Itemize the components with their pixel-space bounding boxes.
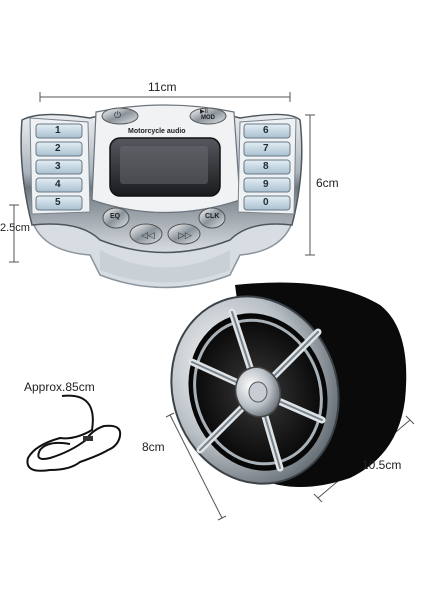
prev-icon: ◁◁ (141, 231, 155, 241)
left-key-label: 3 (55, 161, 61, 172)
left-key-4[interactable] (35, 177, 83, 193)
height-label: 6cm (316, 176, 339, 190)
left-key-2[interactable] (35, 141, 83, 157)
clk-label: CLK (205, 213, 220, 220)
prev-button[interactable] (129, 223, 163, 245)
play-mode-button[interactable] (189, 107, 227, 125)
depth-dimension-line (9, 204, 19, 263)
right-key-label: 7 (263, 143, 269, 154)
speaker-length-label: 10.5cm (362, 458, 402, 472)
right-key-9[interactable] (243, 177, 291, 193)
mode-label: MOD (201, 115, 215, 121)
cable-length-label: Approx.85cm (24, 380, 95, 394)
speaker (170, 282, 407, 488)
eq-button[interactable] (102, 207, 130, 229)
power-icon: ⏻ (114, 110, 122, 120)
left-key-label: 2 (55, 143, 61, 154)
depth-label: 2.5cm (0, 222, 30, 234)
left-key-label: 4 (55, 179, 61, 190)
left-key-label: 1 (55, 125, 61, 136)
left-key-1[interactable] (35, 123, 83, 139)
next-button[interactable] (167, 223, 201, 245)
play-pause-icon: ▶II (200, 109, 208, 115)
right-key-0[interactable] (243, 195, 291, 211)
right-key-6[interactable] (243, 123, 291, 139)
speaker-height-label: 8cm (142, 440, 165, 454)
left-key-3[interactable] (35, 159, 83, 175)
right-key-8[interactable] (243, 159, 291, 175)
left-key-5[interactable] (35, 195, 83, 211)
right-key-label: 8 (263, 161, 269, 172)
width-label: 11cm (148, 80, 177, 94)
next-icon: ▷▷ (178, 231, 192, 241)
right-key-label: 0 (263, 197, 269, 208)
right-key-7[interactable] (243, 141, 291, 157)
height-dimension-line (305, 114, 315, 256)
left-key-label: 5 (55, 197, 61, 208)
cable (26, 394, 122, 472)
right-key-label: 9 (263, 179, 269, 190)
eq-label: EQ (110, 213, 121, 220)
device-brand-label: Motorcycle audio (128, 128, 186, 135)
right-key-label: 6 (263, 125, 269, 136)
control-unit: ◁◁ ▷▷ (20, 104, 303, 289)
power-button[interactable] (101, 107, 139, 125)
clk-button[interactable] (198, 207, 226, 229)
speaker-height-dimension-line (165, 412, 227, 521)
width-dimension-line (39, 92, 291, 102)
